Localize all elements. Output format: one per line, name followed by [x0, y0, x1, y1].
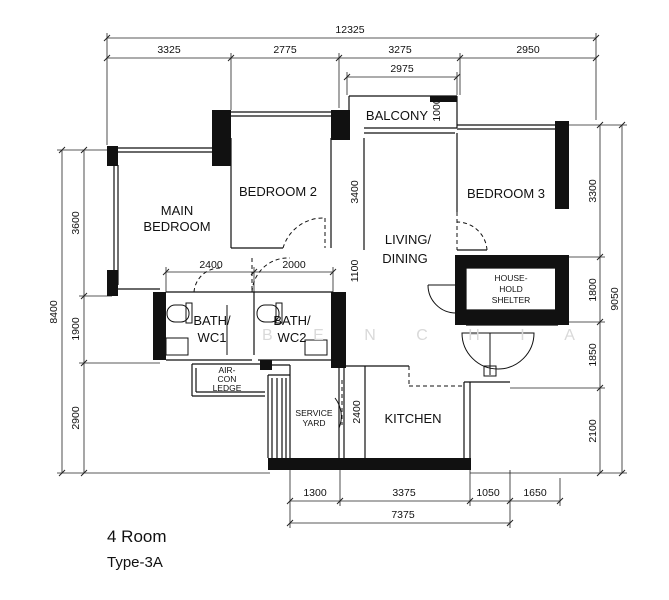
- caption-type: Type-3A: [107, 554, 163, 571]
- dim-top-4: 2950: [516, 44, 540, 56]
- dim-service: 2400: [351, 400, 363, 424]
- dimension-ticks-bottom: [286, 497, 564, 527]
- room-bath2-line1: BATH/: [273, 313, 311, 328]
- room-bath1-line1: BATH/: [193, 313, 231, 328]
- dashed-lines: [193, 212, 488, 425]
- dim-top-3: 3275: [388, 44, 412, 56]
- dim-top-2: 2775: [273, 44, 297, 56]
- room-balcony: BALCONY: [366, 108, 428, 123]
- room-shelter-line1: HOUSE-: [494, 273, 527, 283]
- dimension-lines-inner: [165, 267, 334, 292]
- dimension-lines-left: [57, 149, 270, 474]
- dim-right-4: 2100: [587, 419, 599, 443]
- dim-overall-width: 12325: [335, 24, 364, 36]
- dim-left-total: 8400: [48, 300, 60, 324]
- dim-right-2: 1800: [587, 278, 599, 302]
- room-kitchen: KITCHEN: [384, 411, 441, 426]
- room-bedroom-2: BEDROOM 2: [239, 184, 317, 199]
- room-shelter-line2: HOLD: [499, 284, 523, 294]
- dim-bath2-width: 2000: [282, 259, 306, 271]
- dimension-ticks-top: [103, 34, 600, 81]
- dim-bottom-2: 3375: [392, 487, 416, 499]
- room-aircon-line2: CON: [218, 374, 237, 384]
- dimension-ticks-left: [58, 146, 88, 477]
- room-shelter-line3: SHELTER: [492, 295, 531, 305]
- thin-walls: [113, 95, 558, 458]
- dim-balcony-width: 2975: [390, 63, 414, 75]
- dim-right-3: 1850: [587, 343, 599, 367]
- caption-title: 4 Room: [107, 527, 167, 546]
- room-aircon-line3: LEDGE: [213, 383, 242, 393]
- room-living-line2: DINING: [382, 251, 428, 266]
- dim-living-a: 3400: [349, 180, 361, 204]
- room-aircon-line1: AIR-: [219, 365, 236, 375]
- dim-right-1: 3300: [587, 179, 599, 203]
- room-bath1-line2: WC1: [198, 330, 227, 345]
- room-service-yard-line2: YARD: [303, 418, 326, 428]
- dim-bottom-1: 1300: [303, 487, 327, 499]
- dim-left-1: 3600: [70, 211, 82, 235]
- dim-living-b: 1100: [349, 260, 361, 283]
- room-bedroom-3: BEDROOM 3: [467, 186, 545, 201]
- room-main-bedroom-line2: BEDROOM: [143, 219, 210, 234]
- room-service-yard-line1: SERVICE: [295, 408, 332, 418]
- dim-left-2: 1900: [70, 317, 82, 341]
- watermark: B E N C H I A: [262, 327, 593, 344]
- solid-walls: [107, 96, 569, 470]
- dim-balcony-depth: 1000: [431, 98, 443, 122]
- room-living-line1: LIVING/: [385, 232, 432, 247]
- dim-bottom-4: 1650: [523, 487, 547, 499]
- bath-fixtures: [165, 302, 328, 356]
- room-bath2-line2: WC2: [278, 330, 307, 345]
- dim-right-total: 9050: [609, 287, 621, 311]
- dimension-lines-top: [106, 33, 597, 145]
- door-swings: [334, 284, 535, 429]
- dim-bottom-3: 1050: [476, 487, 500, 499]
- dimension-lines-right: [470, 124, 627, 474]
- room-main-bedroom-line1: MAIN: [161, 203, 194, 218]
- dimension-ticks-right: [596, 121, 626, 477]
- dim-top-1: 3325: [157, 44, 181, 56]
- dim-left-3: 2900: [70, 406, 82, 430]
- dim-bottom-total: 7375: [391, 509, 415, 521]
- dimension-lines-bottom: [289, 470, 561, 528]
